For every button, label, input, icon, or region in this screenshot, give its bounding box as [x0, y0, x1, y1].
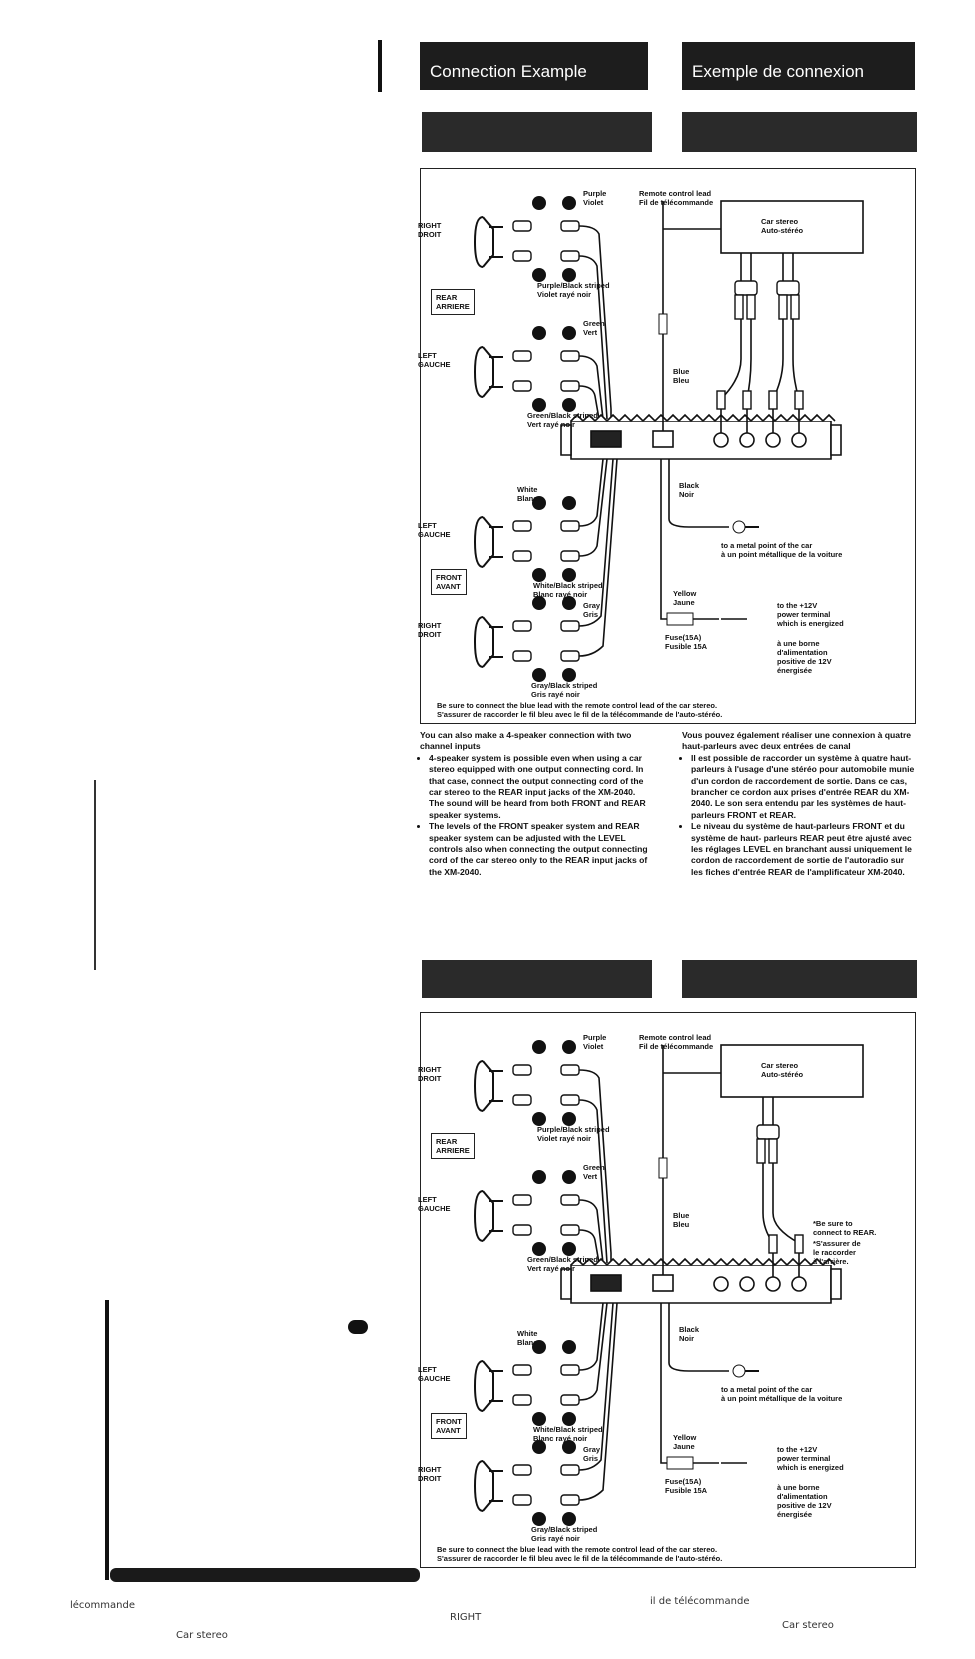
header-fr: Exemple de connexion — [682, 42, 915, 90]
text-en-heading: You can also make a 4-speaker connection… — [420, 730, 632, 752]
footer-fragment: Car stereo — [176, 1630, 228, 1641]
speaker-icon — [473, 1060, 503, 1512]
text-en: You can also make a 4-speaker connection… — [420, 730, 652, 878]
car-stereo-box — [720, 1044, 864, 1098]
header-en: Connection Example — [420, 42, 648, 90]
amplifier-icon — [560, 413, 842, 460]
footer-fragment: il de télécommande — [650, 1596, 750, 1607]
amplifier-icon — [560, 1257, 842, 1304]
diagram-note: Be sure to connect the blue lead with th… — [437, 1545, 723, 1563]
scan-mark — [378, 40, 382, 92]
text-fr-bullet: Le niveau du système de haut-parleurs FR… — [691, 821, 916, 878]
text-fr-bullet: Il est possible de raccorder un système … — [691, 753, 916, 821]
connector-icon — [512, 1064, 580, 1506]
fuse-label: Fuse(15A)Fusible 15A — [665, 1477, 708, 1495]
footer-fragment: Car stereo — [782, 1620, 834, 1631]
diagram-note: Be sure to connect the blue lead with th… — [437, 701, 723, 719]
text-en-bullet: The levels of the FRONT speaker system a… — [429, 821, 652, 878]
header-fr-text: Exemple de connexion — [692, 62, 865, 81]
fuse-label: Fuse(15A)Fusible 15A — [665, 633, 708, 651]
scan-smudge — [110, 1568, 420, 1582]
redacted-subheader-fr — [682, 960, 917, 998]
scan-line — [94, 780, 96, 970]
speaker-icon — [473, 216, 503, 668]
car-stereo-box — [720, 200, 864, 254]
redacted-subheader-en — [422, 112, 652, 152]
wiring-diagram-1 — [473, 196, 864, 682]
text-fr: Vous pouvez également réaliser une conne… — [682, 730, 916, 878]
polarity-icon — [532, 196, 576, 682]
redacted-subheader-fr — [682, 112, 917, 152]
scan-smudge — [348, 1320, 368, 1334]
connector-icon — [512, 220, 580, 662]
footer-fragment: RIGHT — [450, 1612, 482, 1623]
redacted-subheader-en — [422, 960, 652, 998]
header-en-text: Connection Example — [430, 62, 587, 81]
text-fr-heading: Vous pouvez également réaliser une conne… — [682, 730, 912, 752]
rca-plug-icon — [716, 280, 804, 410]
scan-line — [105, 1300, 109, 1580]
wiring-diagram-2 — [473, 1040, 864, 1526]
text-en-bullet: 4-speaker system is possible even when u… — [429, 753, 652, 821]
polarity-icon — [532, 1040, 576, 1526]
rca-plug-icon — [756, 1124, 804, 1254]
footer-fragment: lécommande — [70, 1600, 135, 1611]
